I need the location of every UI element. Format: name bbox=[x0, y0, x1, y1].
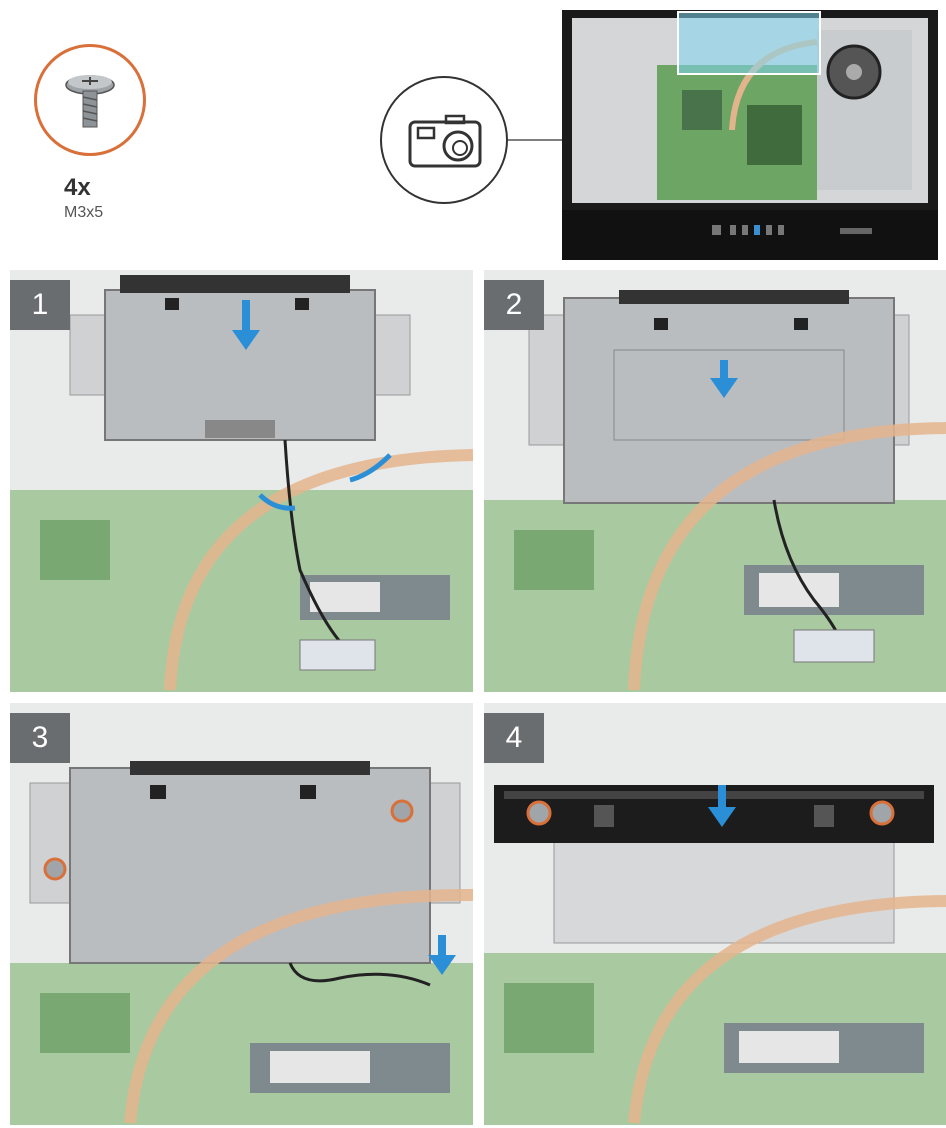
base-overview-image bbox=[562, 10, 938, 260]
step-1-number: 1 bbox=[10, 280, 70, 330]
screw-badge bbox=[34, 44, 146, 156]
screw-icon bbox=[390, 799, 414, 823]
screw-spec: M3x5 bbox=[64, 204, 104, 221]
down-arrow-icon bbox=[708, 785, 736, 827]
step-4-number: 4 bbox=[484, 713, 544, 763]
screw-quantity: 4x bbox=[64, 174, 91, 201]
down-arrow-icon bbox=[428, 935, 456, 975]
screw-icon bbox=[526, 800, 552, 826]
down-arrow-icon bbox=[232, 300, 260, 350]
step-1-panel: 1 bbox=[10, 270, 473, 692]
step-2-number: 2 bbox=[484, 280, 544, 330]
routing-arrow-icon bbox=[258, 493, 296, 511]
step-3-panel: 3 bbox=[10, 703, 473, 1125]
screw-icon bbox=[43, 857, 67, 881]
camera-callout bbox=[380, 76, 508, 204]
camera-icon bbox=[408, 114, 482, 168]
step-2-panel: 2 bbox=[484, 270, 946, 692]
screw-icon bbox=[65, 75, 115, 128]
routing-arrow-icon bbox=[349, 453, 392, 483]
down-arrow-icon bbox=[710, 360, 738, 398]
step-4-panel: 4 bbox=[484, 703, 946, 1125]
step-3-number: 3 bbox=[10, 713, 70, 763]
screw-icon bbox=[869, 800, 895, 826]
